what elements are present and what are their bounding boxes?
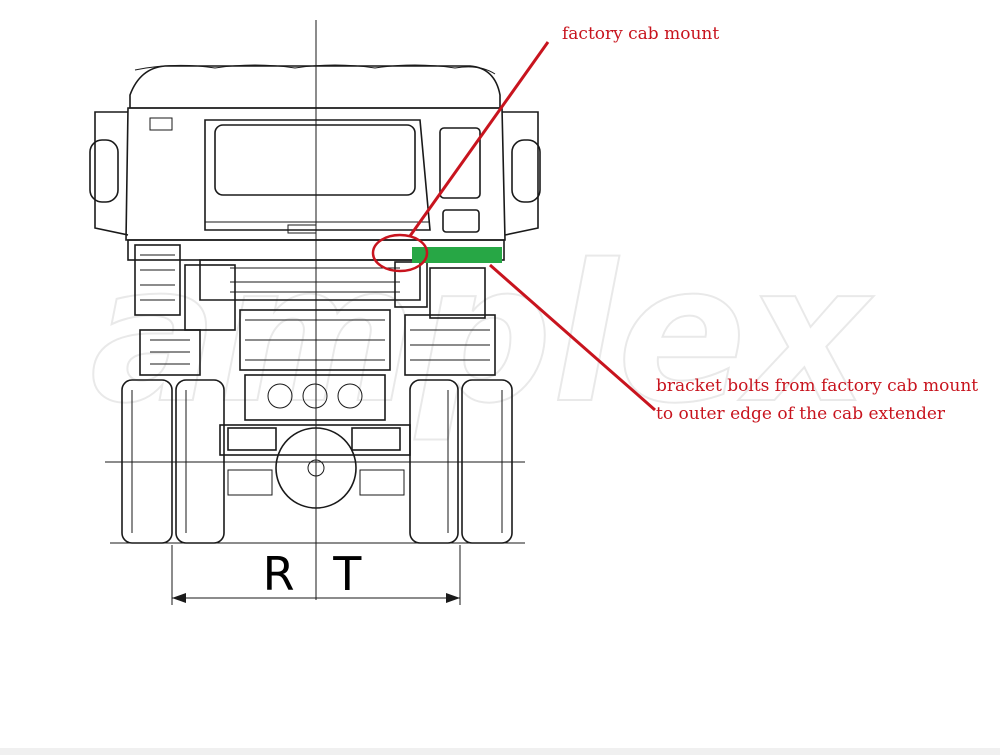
cab-mount-highlight-circle — [371, 233, 429, 273]
bottom-edge-strip — [0, 748, 1000, 755]
right-dual-tires — [409, 379, 513, 544]
dimension-label: R T — [263, 547, 374, 601]
bracket-leader-line — [489, 263, 656, 412]
rear-axle-differential — [219, 424, 411, 509]
cab-body — [125, 107, 506, 241]
right-mirror — [502, 111, 541, 236]
track-dimension: R T — [171, 545, 461, 605]
left-dual-tires — [121, 379, 225, 544]
cab-roof — [129, 64, 501, 109]
bracket-annotation-line1: bracket bolts from factory cab mount — [656, 376, 979, 396]
chassis-frame — [127, 239, 505, 421]
left-mirror — [89, 111, 129, 236]
cab-mount-leader-line — [408, 41, 550, 237]
left-chassis-detail — [134, 244, 236, 376]
right-chassis-detail — [394, 261, 496, 376]
cab-extender-bracket — [412, 247, 502, 263]
bracket-annotation-line2: to outer edge of the cab extender — [656, 404, 946, 424]
cab-mount-annotation: factory cab mount — [562, 24, 720, 44]
